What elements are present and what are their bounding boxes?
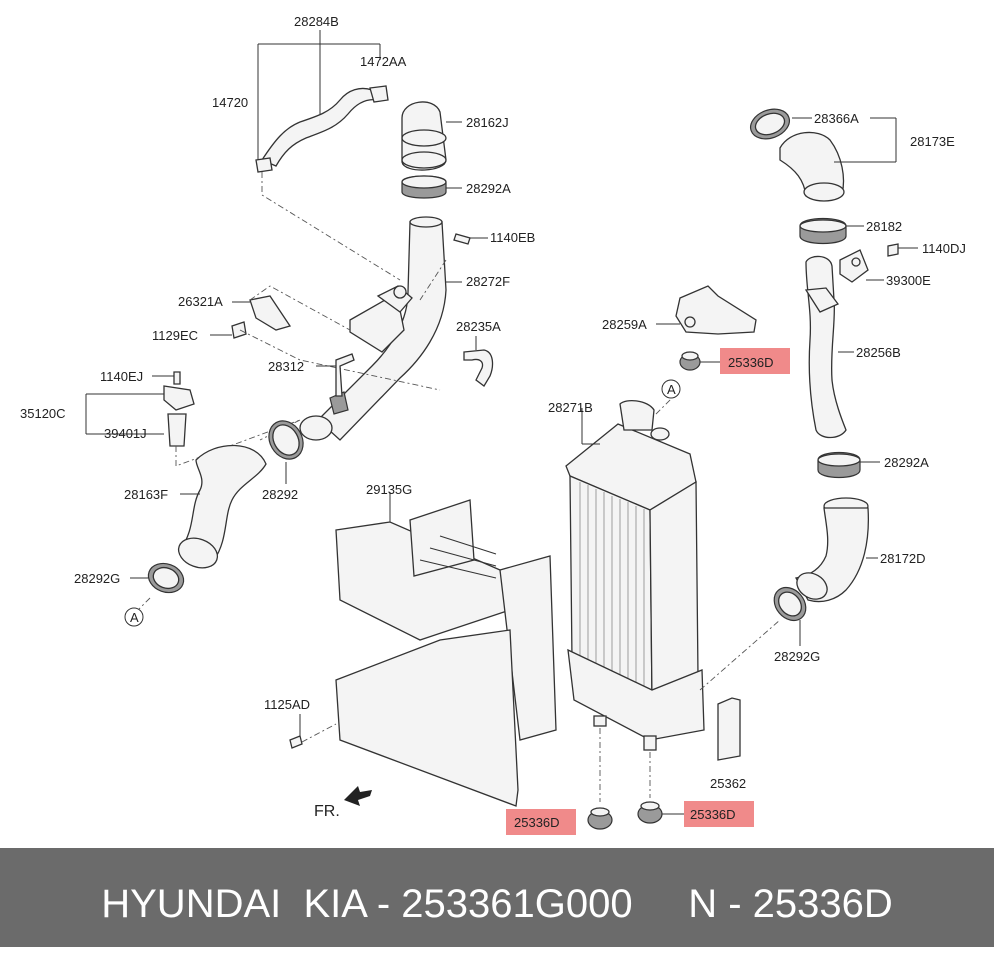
hose-28173E [750,108,897,202]
pipe-28272F [259,216,488,441]
label-28172D: 28172D [880,551,926,566]
hose-28162J [401,101,462,199]
intercooler-28271B [565,399,781,802]
hose-28235A [463,336,494,387]
label-28366A: 28366A [814,111,859,126]
label-25336D-1: 25336D [728,355,774,370]
label-39300E: 39300E [886,273,931,288]
ref-label-a-mid: A [667,382,676,397]
label-28312: 28312 [268,359,304,374]
ref-circle-a-mid [661,379,681,399]
label-fr: FR. [314,803,340,820]
label-28182: 28182 [866,219,902,234]
label-28284B: 28284B [294,14,339,29]
label-1125AD: 1125AD [264,697,310,712]
label-28292A-top: 28292A [466,181,511,196]
sensor-39300E [839,243,918,283]
clamp-28292G-right [773,586,807,646]
clamp-28292 [268,420,304,484]
sensor-35120C [85,371,301,467]
label-28259A: 28259A [602,317,647,332]
pipe-28256B [804,255,854,439]
air-guide-29135G [289,492,557,807]
label-1472AA: 1472AA [360,54,407,69]
bracket-26321A [210,285,441,391]
part-25362 [717,697,741,761]
hose-28172D [794,497,878,603]
label-14720: 14720 [212,95,248,110]
intercooler-fins [579,482,645,696]
highlight-25336D-3 [684,801,754,827]
part-number-caption: HYUNDAI KIA - 253361G000 N - 25336D [101,882,893,926]
label-1129EC: 1129EC [152,328,198,343]
hose-28163F [130,444,267,613]
inlet-hose-28284B [255,30,401,281]
label-39401J: 39401J [104,426,147,441]
cushion-25336D-top [649,351,720,421]
ref-label-a-left: A [130,610,139,625]
label-28292: 28292 [262,487,298,502]
label-25336D-2: 25336D [514,815,560,830]
label-28292G-left: 28292G [74,571,120,586]
part-28312 [316,353,355,397]
label-28272F: 28272F [466,274,510,289]
label-28256B: 28256B [856,345,901,360]
label-1140DJ: 1140DJ [922,241,966,256]
highlight-25336D-1 [720,348,790,374]
cushion-25336D-bottom-right [637,801,684,824]
ref-circle-a-left [124,607,144,627]
label-28163F: 28163F [124,487,168,502]
label-35120C: 35120C [20,406,66,421]
footer-bar: HYUNDAI KIA - 253361G000 N - 25336D [0,848,994,947]
label-25362: 25362 [710,776,746,791]
label-28162J: 28162J [466,115,509,130]
label-29135G: 29135G [366,482,412,497]
label-28271B: 28271B [548,400,593,415]
front-arrow [344,786,372,806]
clamp-28182 [799,217,864,245]
cushion-25336D-bottom-left [587,807,613,830]
intercooler-parts-diagram: 28284B 1472AA 14720 28162J 28292A 1140EB… [20,14,966,835]
label-25336D-3: 25336D [690,807,736,822]
label-26321A: 26321A [178,294,223,309]
label-1140EB: 1140EB [490,230,535,245]
label-28292A-right: 28292A [884,455,929,470]
label-28235A: 28235A [456,319,501,334]
bracket-28259A [656,285,757,335]
label-28292G-right: 28292G [774,649,820,664]
clamp-28292A-right [817,451,880,479]
label-1140EJ: 1140EJ [100,369,143,384]
highlight-25336D-2 [506,809,576,835]
label-28173E: 28173E [910,134,955,149]
